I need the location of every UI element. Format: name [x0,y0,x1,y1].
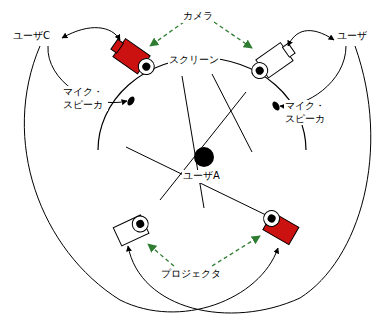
camera-right [247,39,298,84]
projector-right [258,208,300,245]
callout-label: プロジェクタ [160,268,222,281]
mic-speaker-right [271,100,281,112]
projection-lines [126,74,268,216]
user-a-head [194,147,214,167]
mic-speaker-left [126,95,136,107]
callout-arrows [148,22,260,266]
camera-left [108,35,159,80]
signal-curves [24,28,370,313]
projector-left [113,213,152,245]
callout-label: カメラ [182,10,214,23]
user-label: ユーザA [182,170,221,183]
device-label: マイク・ スピーカ [284,100,330,125]
screen-label: スクリーン [168,54,220,67]
user-label: ユーザC [12,30,51,43]
device-label: マイク・ スピーカ [62,86,108,111]
user-label: ユーザ [336,30,368,43]
